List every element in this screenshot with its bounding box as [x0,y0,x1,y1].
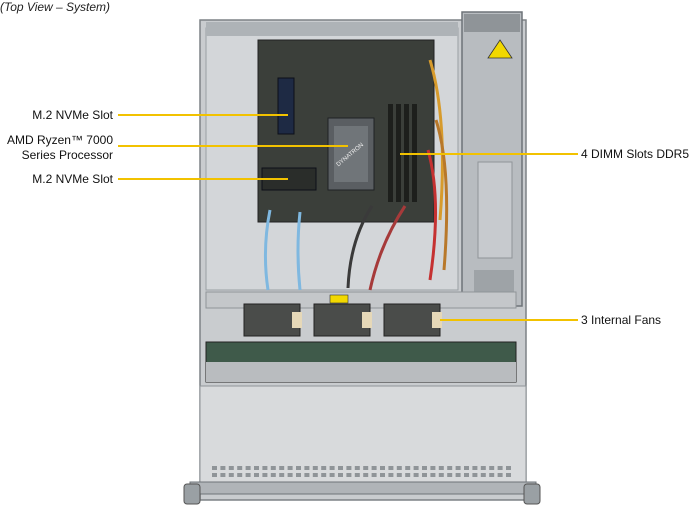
vent-hole [312,466,318,470]
vent-hole [220,466,226,470]
vent-hole [228,466,234,470]
vent-hole [329,466,335,470]
vent-hole [296,466,301,470]
vent-hole [363,473,369,477]
vent-hole [287,466,293,470]
vent-hole [346,473,352,477]
m2-slot-top [277,77,295,135]
vent-hole [489,466,495,470]
vent-hole [371,473,377,477]
vent-hole [430,473,436,477]
vent-hole [396,473,402,477]
vent-hole [455,466,461,470]
vent-hole [405,466,411,470]
vent-grid [212,466,511,477]
vent-hole [506,473,511,477]
vent-hole [354,473,360,477]
vent-hole [212,466,217,470]
vent-hole [388,473,394,477]
vent-hole [447,473,453,477]
vent-hole [338,466,343,470]
vent-hole [254,466,259,470]
vent-hole [422,466,427,470]
vent-hole [430,466,436,470]
vent-hole [245,466,251,470]
vent-hole [472,466,478,470]
vent-hole [413,466,419,470]
vent-hole [270,473,276,477]
vent-hole [413,473,419,477]
vent-hole [354,466,360,470]
callout-lines [118,114,578,321]
vent-hole [237,466,243,470]
vent-hole [489,473,495,477]
vent-hole [329,473,335,477]
vent-hole [363,466,369,470]
vent-hole [287,473,293,477]
vent-hole [506,466,511,470]
callout-dimm: 4 DIMM Slots DDR5 [581,147,690,161]
vent-hole [270,466,276,470]
vent-hole [464,466,469,470]
vent-hole [472,473,478,477]
vent-hole [422,473,427,477]
figure-caption: (Top View – System) [0,0,111,14]
vent-hole [497,473,503,477]
vent-hole [380,473,385,477]
vent-hole [321,466,327,470]
vent-hole [296,473,301,477]
vent-hole [228,473,234,477]
vent-hole [220,473,226,477]
vent-hole [304,466,310,470]
vent-hole [212,473,217,477]
vent-hole [396,466,402,470]
internal-fans [243,303,442,337]
vent-hole [262,466,268,470]
vent-hole [254,473,259,477]
vent-hole [245,473,251,477]
callout-m2-top: M.2 NVMe Slot [32,108,113,122]
vent-hole [438,473,444,477]
vent-hole [304,473,310,477]
vent-hole [464,473,469,477]
vent-hole [312,473,318,477]
vent-hole [438,466,444,470]
vent-hole [279,466,285,470]
rear-io-strip [206,22,458,36]
cables [263,59,449,291]
vent-hole [380,466,385,470]
vent-hole [321,473,327,477]
front-bezel [189,481,537,495]
callout-cpu-line2: Series Processor [21,148,113,162]
rack-handle-right [523,483,541,505]
vent-hole [346,466,352,470]
callout-fans: 3 Internal Fans [581,313,662,327]
vent-hole [388,466,394,470]
callout-cpu-line1: AMD Ryzen™ 7000 [6,133,113,147]
vent-hole [237,473,243,477]
vent-hole [279,473,285,477]
vent-hole [455,473,461,477]
vent-hole [338,473,343,477]
callout-m2-bottom: M.2 NVMe Slot [32,172,113,186]
vent-hole [371,466,377,470]
vent-hole [447,466,453,470]
vent-hole [497,466,503,470]
warning-label [487,39,513,59]
rack-handle-left [183,483,201,505]
vent-hole [405,473,411,477]
vent-hole [480,473,486,477]
vent-hole [262,473,268,477]
vent-hole [480,466,486,470]
